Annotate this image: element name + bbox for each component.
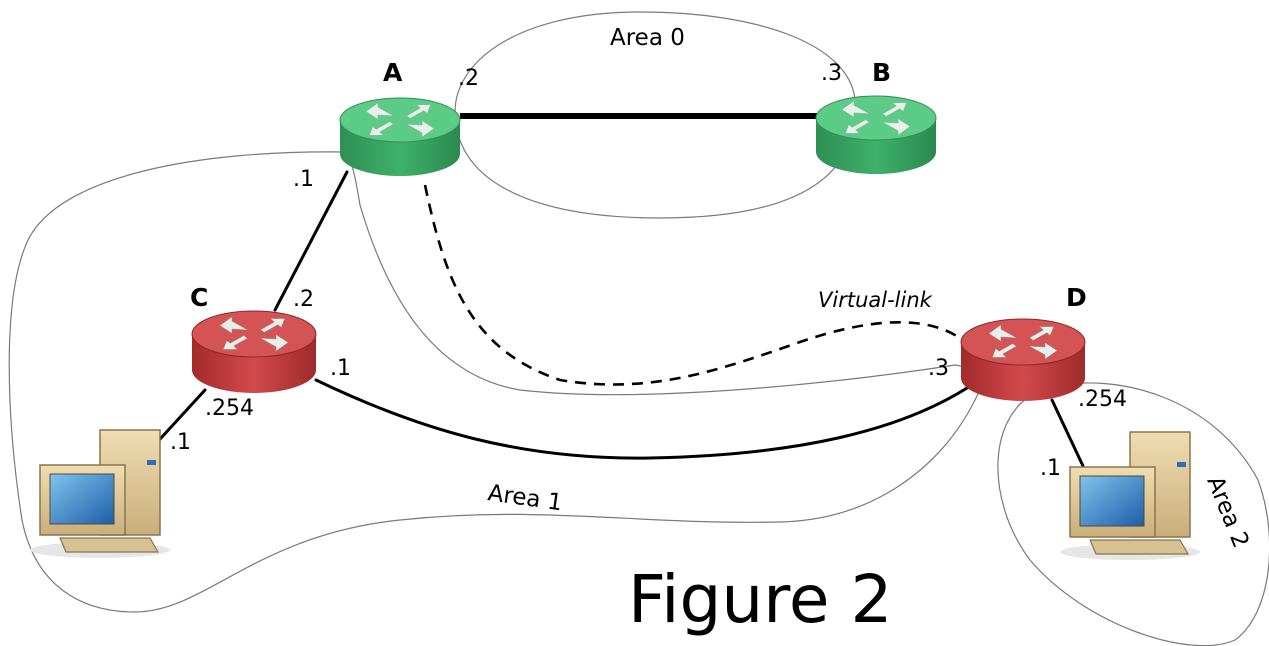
router-a-label: A bbox=[383, 58, 403, 87]
address-a-c: .1 bbox=[293, 167, 314, 192]
computer-icon[interactable] bbox=[30, 429, 170, 558]
address-pc2: .1 bbox=[1040, 456, 1061, 481]
area1-boundary bbox=[8, 151, 983, 613]
router-d[interactable] bbox=[960, 318, 1086, 401]
address-c-d: .1 bbox=[330, 356, 351, 381]
address-a-b: .2 bbox=[458, 66, 479, 91]
virtual-link-label: Virtual-link bbox=[818, 288, 933, 312]
router-c-label: C bbox=[190, 283, 208, 312]
area2-label: Area 2 bbox=[1201, 473, 1253, 552]
link-c-d bbox=[314, 378, 969, 460]
router-a[interactable] bbox=[339, 97, 461, 176]
area1-label: Area 1 bbox=[486, 480, 564, 516]
address-d-lan: .254 bbox=[1078, 387, 1127, 412]
router-c[interactable] bbox=[191, 310, 317, 393]
figure-title: Figure 2 bbox=[628, 561, 892, 638]
router-b-label: B bbox=[872, 58, 891, 87]
link-a-c bbox=[273, 170, 349, 312]
virtual-link bbox=[423, 184, 961, 386]
address-b-a: .3 bbox=[821, 61, 842, 86]
computer-icon[interactable] bbox=[1060, 431, 1200, 560]
address-c-a: .2 bbox=[293, 287, 314, 312]
router-d-label: D bbox=[1066, 283, 1087, 312]
area2-boundary bbox=[997, 382, 1269, 646]
address-d-c: .3 bbox=[928, 356, 949, 381]
address-pc1: .1 bbox=[170, 430, 191, 455]
link-d-pc2 bbox=[1050, 398, 1085, 468]
address-c-lan: .254 bbox=[205, 396, 254, 421]
router-b[interactable] bbox=[815, 95, 937, 174]
area0-label: Area 0 bbox=[610, 25, 685, 51]
